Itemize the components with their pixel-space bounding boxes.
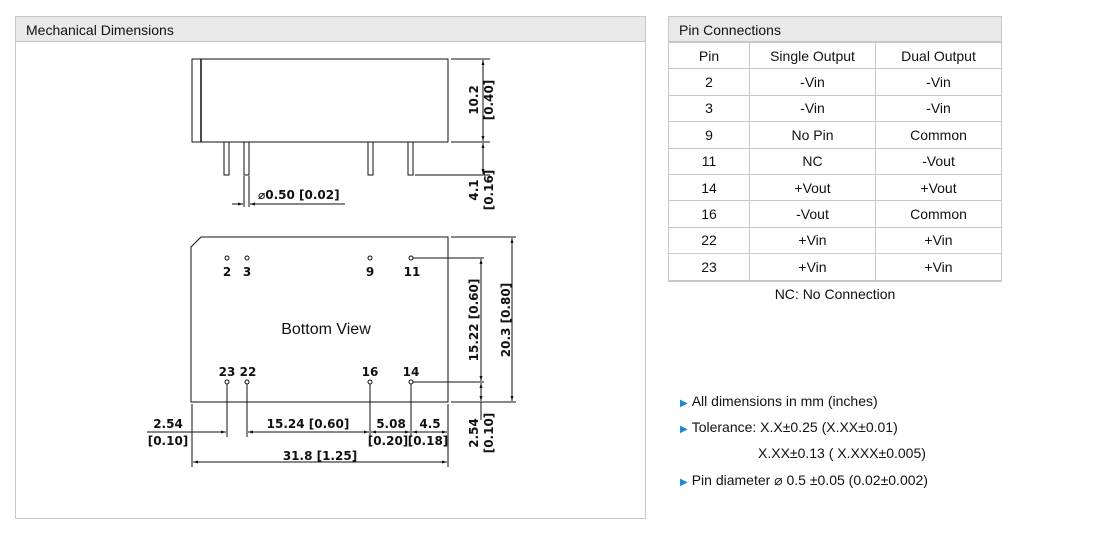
table-cell: NC xyxy=(749,147,876,175)
table-cell: 9 xyxy=(669,121,750,149)
note-text: Tolerance: X.X±0.25 (X.XX±0.01) xyxy=(691,419,898,435)
panel-title: Pin Connections xyxy=(669,17,1001,42)
note-text: Pin diameter ⌀ 0.5 ±0.05 (0.02±0.002) xyxy=(691,472,928,488)
table-cell: -Vin xyxy=(749,94,876,123)
dim-label: 2.54 xyxy=(153,417,183,431)
table-cell: +Vin xyxy=(875,253,1001,281)
bottom-view-label: Bottom View xyxy=(281,321,371,338)
footnote: NC: No Connection xyxy=(774,286,896,302)
triangle-bullet-icon: ▶ xyxy=(680,477,688,488)
panel-title: Mechanical Dimensions xyxy=(16,17,645,42)
note: ▶Tolerance: X.X±0.25 (X.XX±0.01) xyxy=(680,419,898,435)
dim-label: [0.16] xyxy=(482,170,496,211)
dim-label: 15.22 [0.60] xyxy=(467,279,481,362)
table-cell: -Vin xyxy=(875,94,1001,123)
triangle-bullet-icon: ▶ xyxy=(680,424,688,435)
table-cell: +Vout xyxy=(749,173,876,202)
pin-label: 16 xyxy=(362,365,379,379)
dim-label: 20.3 [0.80] xyxy=(499,283,513,357)
pin-label: 3 xyxy=(243,265,251,279)
dim-label: 15.24 [0.60] xyxy=(267,417,350,431)
dim-label: [0.20] xyxy=(368,434,409,448)
note: X.XX±0.13 ( X.XXX±0.005) xyxy=(758,445,926,461)
pin-label: 22 xyxy=(240,365,257,379)
table-cell: -Vout xyxy=(875,147,1001,175)
dim-label: 4.1 xyxy=(467,179,481,200)
dim-label: 5.08 xyxy=(376,417,406,431)
dim-label: 4.5 xyxy=(419,417,440,431)
table-row: 14+Vout+Vout xyxy=(669,173,1001,202)
pin-label: 11 xyxy=(404,265,421,279)
mechanical-dimensions-panel: Mechanical Dimensions xyxy=(15,16,646,519)
table-cell: No Pin xyxy=(749,121,876,149)
col-header: Single Output xyxy=(749,41,876,70)
pin-label: 9 xyxy=(366,265,374,279)
dim-label: [0.18] xyxy=(408,434,449,448)
table-cell: +Vout xyxy=(875,173,1001,202)
table-row: 23+Vin+Vin xyxy=(669,253,1001,281)
note-text: All dimensions in mm (inches) xyxy=(691,393,878,409)
note: ▶All dimensions in mm (inches) xyxy=(680,393,878,409)
pin-connections-panel: Pin Connections Pin Single Output Dual O… xyxy=(668,16,1002,282)
dim-label: 2.54 xyxy=(467,418,481,448)
pin-label: 2 xyxy=(223,265,231,279)
table-cell: +Vin xyxy=(749,253,876,281)
triangle-bullet-icon: ▶ xyxy=(680,398,688,409)
pin-label: 14 xyxy=(403,365,420,379)
module-bottom-view xyxy=(190,236,449,403)
pin-label: 23 xyxy=(219,365,236,379)
table-cell: -Vin xyxy=(749,68,876,96)
table-cell: Common xyxy=(875,121,1001,149)
dim-label: [0.10] xyxy=(148,434,189,448)
dim-label: 10.2 xyxy=(467,85,481,115)
table-cell: +Vin xyxy=(749,226,876,255)
dim-label: [0.10] xyxy=(482,413,496,454)
dim-label: 31.8 [1.25] xyxy=(283,449,357,463)
module-side-view xyxy=(191,58,449,143)
table-cell: Common xyxy=(875,200,1001,228)
table-cell: 22 xyxy=(669,226,750,255)
col-header: Dual Output xyxy=(875,41,1001,70)
table-cell: 11 xyxy=(669,147,750,175)
note: ▶Pin diameter ⌀ 0.5 ±0.05 (0.02±0.002) xyxy=(680,472,928,489)
dim-label: [0.40] xyxy=(482,80,496,121)
dim-pin-diameter: ⌀0.50 [0.02] xyxy=(258,188,340,202)
